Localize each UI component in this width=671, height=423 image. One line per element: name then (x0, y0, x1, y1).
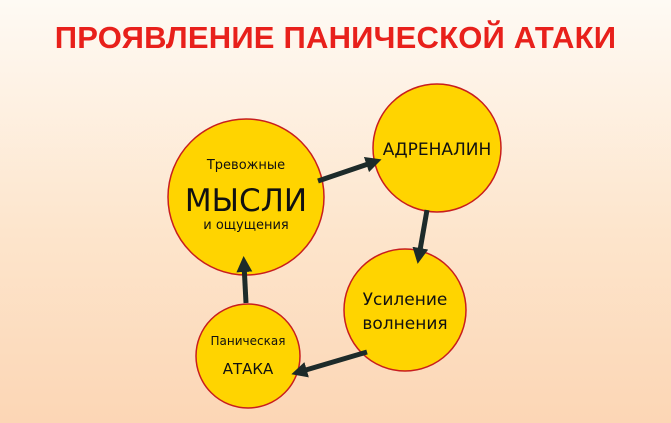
arrow-anxiety-to-attack (291, 349, 368, 378)
arrow-thoughts-to-adrenaline (317, 156, 382, 184)
node-anxiety: Усиление волнения (343, 248, 467, 372)
node-attack-main-label: АТАКА (223, 360, 274, 378)
node-thoughts-bottom-label: и ощущения (203, 218, 288, 233)
page-title: ПРОЯВЛЕНИЕ ПАНИЧЕСКОЙ АТАКИ (54, 20, 617, 55)
node-thoughts-top-label: Тревожные (206, 158, 285, 173)
node-attack-top-label: Паническая (211, 334, 286, 348)
arrow-attack-to-thoughts (236, 256, 253, 304)
node-anxiety-line2: волнения (362, 314, 447, 334)
node-anxiety-line1: Усиление (363, 290, 448, 310)
node-thoughts-main-label: МЫСЛИ (185, 183, 307, 219)
node-attack-circle (195, 303, 301, 409)
node-adrenaline-label: АДРЕНАЛИН (383, 140, 492, 160)
node-adrenaline: АДРЕНАЛИН (372, 83, 502, 213)
node-attack: Паническая АТАКА (195, 303, 301, 409)
arrow-adrenaline-to-anxiety (412, 209, 430, 264)
node-thoughts: Тревожные МЫСЛИ и ощущения (167, 118, 325, 276)
node-adrenaline-circle (372, 83, 502, 213)
node-anxiety-circle (343, 248, 467, 372)
